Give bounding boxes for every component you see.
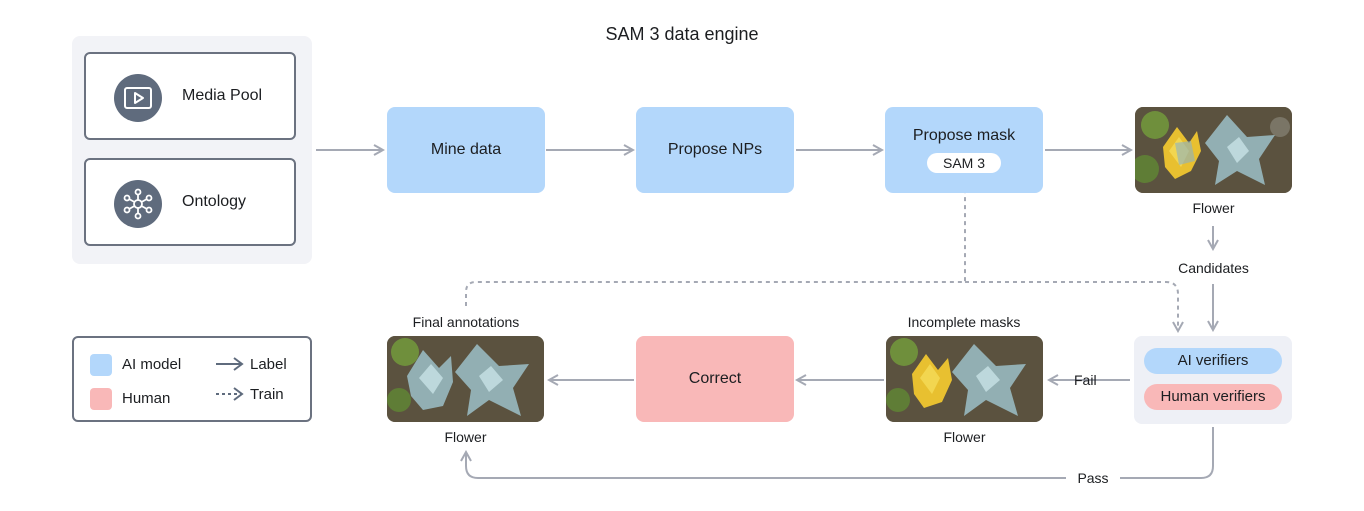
legend-solid-arrow-icon: [216, 357, 244, 371]
incomplete-masks-caption: Incomplete masks: [907, 314, 1021, 330]
step-label: Mine data: [430, 141, 502, 158]
photo-caption: Flower: [444, 429, 487, 445]
flower-photo-top: [1135, 107, 1292, 193]
source-label: Media Pool: [182, 87, 263, 104]
train-path-final: [465, 180, 965, 306]
step-label: Correct: [688, 370, 742, 387]
step-label: Propose NPs: [667, 141, 763, 158]
legend-label: Human: [122, 390, 171, 407]
step-propose-mask: Propose mask SAM 3: [885, 107, 1043, 193]
verifiers-panel: AI verifiers Human verifiers: [1134, 336, 1292, 424]
pass-label: Pass: [1070, 470, 1116, 486]
photo-caption: Flower: [1192, 200, 1235, 216]
legend-label: Train: [250, 386, 284, 403]
diagram-title: SAM 3 data engine: [605, 24, 759, 44]
source-media-pool: Media Pool: [84, 52, 296, 140]
legend-label: Label: [250, 356, 287, 373]
fail-label: Fail: [1074, 372, 1097, 388]
arrow-pass-to-final: [466, 452, 1066, 479]
photo-caption: Flower: [943, 429, 986, 445]
source-label: Ontology: [182, 193, 247, 210]
source-ontology: Ontology: [84, 158, 296, 246]
legend-dashed-arrow-icon: [216, 387, 244, 401]
step-label: Propose mask: [912, 127, 1016, 144]
flower-photo-incomplete: [886, 336, 1043, 422]
step-propose-nps: Propose NPs: [636, 107, 794, 193]
step-mine-data: Mine data: [387, 107, 545, 193]
ai-verifiers: AI verifiers: [1144, 348, 1282, 374]
video-play-icon: [114, 74, 162, 122]
candidates-label: Candidates: [1135, 260, 1292, 276]
human-verifiers: Human verifiers: [1144, 384, 1282, 410]
legend: AI model Human Label Train: [72, 336, 312, 422]
sources-panel: Media Pool Ontology: [72, 36, 312, 264]
legend-swatch-ai: [90, 354, 112, 376]
legend-label: AI model: [122, 356, 182, 373]
train-path-verifiers: [965, 281, 1178, 331]
legend-swatch-human: [90, 388, 112, 410]
flower-photo-final: [387, 336, 544, 422]
step-correct: Correct: [636, 336, 794, 422]
arrow-pass: [1120, 427, 1214, 479]
model-badge: SAM 3: [926, 153, 1001, 173]
network-graph-icon: [114, 180, 162, 228]
final-annotations-caption: Final annotations: [380, 314, 552, 330]
